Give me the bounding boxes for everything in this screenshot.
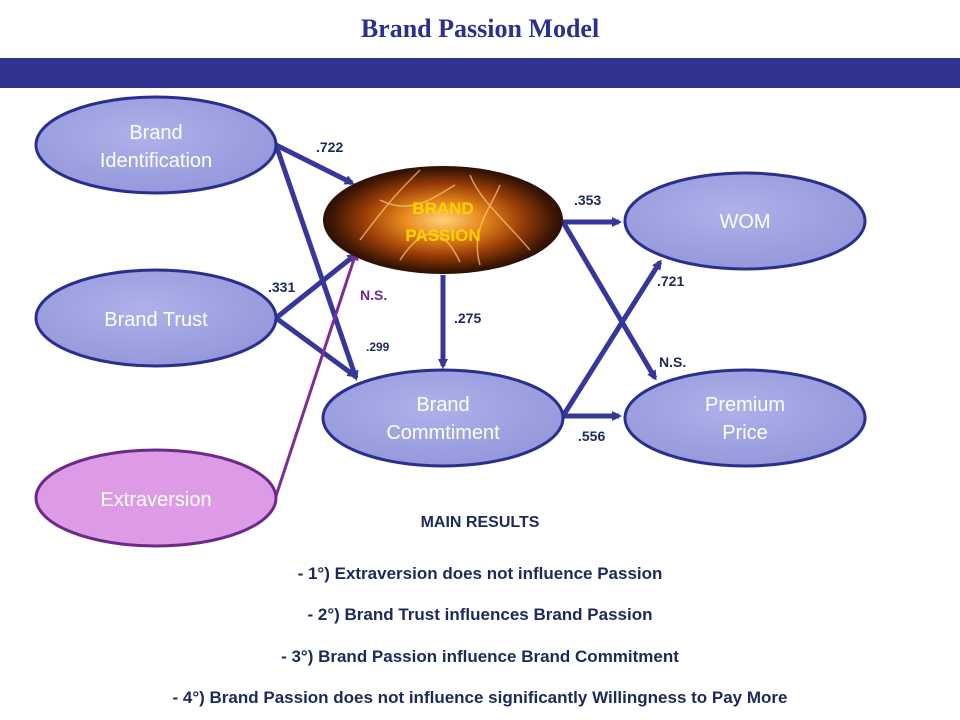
arrow-identification-to-passion xyxy=(274,142,355,186)
node-brand-commitment: Brand Commtiment xyxy=(321,368,565,468)
coef-passion-wom: .353 xyxy=(574,192,601,208)
coef-passion-commitment: .275 xyxy=(454,310,481,326)
node-label: WOM xyxy=(719,211,770,233)
flame-texture xyxy=(359,169,531,266)
results-heading: MAIN RESULTS xyxy=(420,514,540,531)
arrow-extraversion-to-passion xyxy=(274,250,359,497)
node-label: Commtiment xyxy=(386,422,500,444)
title-bar xyxy=(0,58,960,88)
coef-identification-passion: .722 xyxy=(316,139,343,155)
node-premium-price: Premium Price xyxy=(623,368,867,468)
node-brand-passion: BRAND PASSION xyxy=(323,166,563,274)
node-wom: WOM xyxy=(623,171,867,271)
result-item: - 3°) Brand Passion influence Brand Comm… xyxy=(281,647,679,666)
coef-commitment-premium: .556 xyxy=(578,428,605,444)
node-label: Brand Trust xyxy=(104,309,208,331)
result-item: - 1°) Extraversion does not influence Pa… xyxy=(297,564,663,583)
arrows xyxy=(273,142,663,497)
node-extraversion: Extraversion xyxy=(34,448,278,548)
arrow-trust-to-passion xyxy=(274,253,358,320)
node-label: BRAND xyxy=(412,199,473,218)
coef-commitment-wom: .721 xyxy=(657,273,684,289)
node-label: PASSION xyxy=(405,226,480,245)
coef-passion-premium: N.S. xyxy=(659,354,686,370)
page-title: Brand Passion Model xyxy=(360,14,600,43)
coef-trust-passion: .331 xyxy=(268,279,295,295)
arrow-identification-to-commitment xyxy=(273,144,359,381)
coef-extraversion-passion: N.S. xyxy=(360,287,387,303)
coef-identification-commitment: .299 xyxy=(366,340,390,354)
node-label: Premium xyxy=(705,394,785,416)
result-item: - 4°) Brand Passion does not influence s… xyxy=(172,688,788,707)
node-brand-trust: Brand Trust xyxy=(34,268,278,368)
node-label: Identification xyxy=(100,150,212,172)
arrow-passion-to-premium xyxy=(560,220,658,381)
arrow-trust-to-commitment xyxy=(274,315,358,379)
node-label: Brand xyxy=(416,394,469,416)
result-item: - 2°) Brand Trust influences Brand Passi… xyxy=(307,605,653,624)
node-brand-identification: Brand Identification xyxy=(34,95,278,195)
coefficients: .722 .331 N.S. .299 .275 .353 .721 N.S. … xyxy=(268,139,686,444)
node-label: Price xyxy=(722,422,768,444)
arrow-commitment-to-wom xyxy=(560,259,663,418)
node-label: Brand xyxy=(129,122,182,144)
node-label: Extraversion xyxy=(100,489,211,511)
